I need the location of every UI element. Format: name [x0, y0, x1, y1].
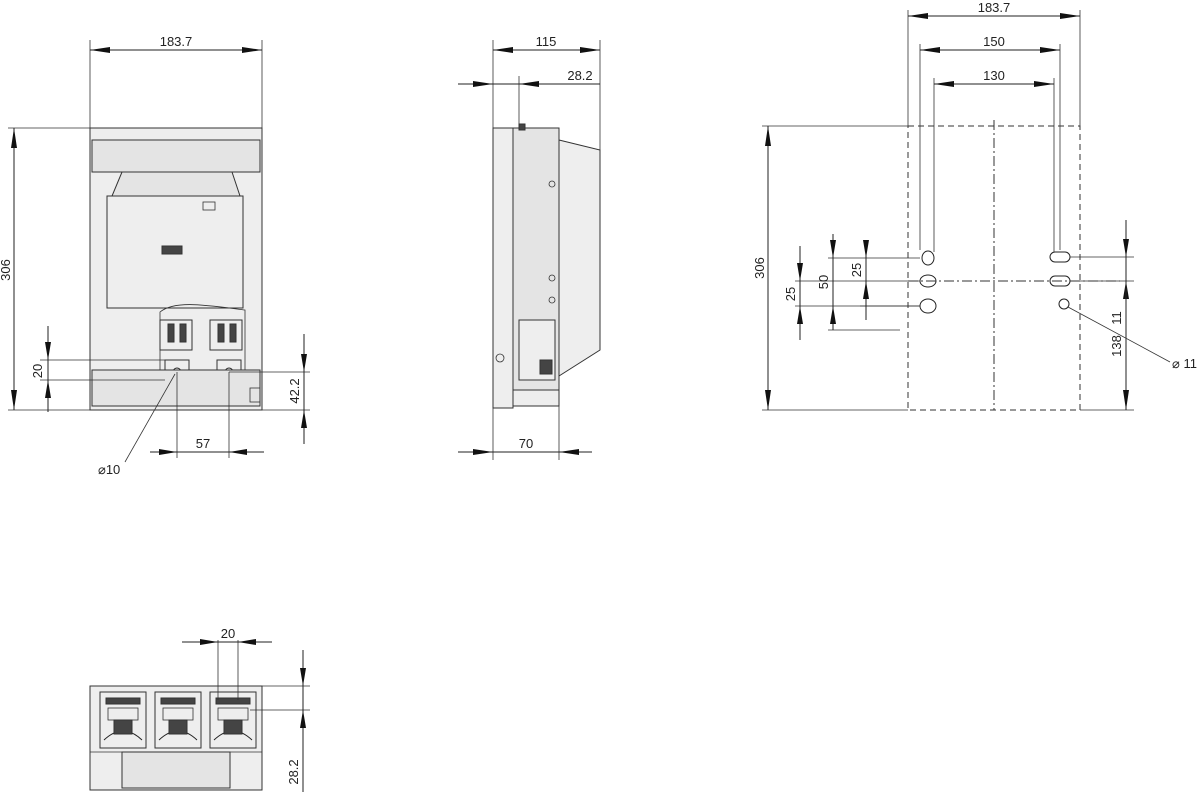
dim-arrow — [301, 354, 307, 372]
dim-arrow — [765, 390, 771, 410]
dim-arrow — [863, 240, 869, 258]
dim-arrow — [493, 47, 513, 53]
mount-hole-leader — [1067, 306, 1171, 363]
dim-arrow — [45, 342, 51, 360]
mounting-view: 183.7 150 130 306 25 50 — [752, 0, 1197, 411]
dim-arrow — [1034, 81, 1054, 87]
front-terminal-zone — [159, 304, 246, 371]
front-height-label: 306 — [0, 259, 13, 281]
front-terminal-right-screw-a — [217, 323, 225, 343]
dim-arrow — [1123, 239, 1129, 257]
bottom-depth-label: 28.2 — [286, 759, 301, 784]
mounting-hole-right — [1058, 298, 1070, 310]
dim-arrow — [300, 710, 306, 728]
side-rivet-2 — [548, 274, 556, 282]
dim-arrow — [797, 306, 803, 324]
side-terminal-screw — [539, 359, 553, 375]
mount-hole-label: ⌀ 11 — [1172, 356, 1197, 371]
front-terminal-left — [159, 319, 193, 351]
front-view: 183.7 306 20 42.2 57 ⌀10 — [0, 34, 310, 477]
mount-outer-spacing-label: 150 — [983, 34, 1005, 49]
front-top-cap — [91, 139, 261, 173]
dim-arrow — [908, 13, 928, 19]
dim-arrow — [90, 47, 110, 53]
dim-arrow — [797, 263, 803, 281]
dim-arrow — [765, 126, 771, 146]
dim-arrow — [1040, 47, 1060, 53]
front-base — [91, 369, 261, 407]
side-cover — [558, 139, 601, 377]
dim-arrow — [200, 639, 218, 645]
dim-arrow — [863, 281, 869, 299]
dim-arrow — [11, 390, 17, 410]
mount-left-pitch-label: 25 — [783, 287, 798, 301]
front-terminal-right — [209, 319, 243, 351]
dim-arrow — [1123, 390, 1129, 410]
front-offset-label: 20 — [30, 364, 45, 378]
dim-arrow — [1060, 13, 1080, 19]
dim-arrow — [238, 639, 256, 645]
front-spacing-label: 57 — [196, 436, 210, 451]
front-indicator — [202, 201, 216, 211]
front-terminal-left-screw-b — [179, 323, 187, 343]
dim-arrow — [229, 449, 247, 455]
dim-arrow — [580, 47, 600, 53]
dim-arrow — [159, 449, 177, 455]
side-rivet-1 — [548, 180, 556, 188]
mount-slot-span-label: 50 — [816, 275, 831, 289]
mount-height-label: 306 — [752, 257, 767, 279]
bottom-terminal-3 — [209, 691, 257, 749]
mounting-slot-left-bot — [919, 298, 937, 314]
mount-inner-spacing-label: 130 — [983, 68, 1005, 83]
bottom-terminal-1 — [99, 691, 147, 749]
dim-arrow — [473, 449, 493, 455]
dim-arrow — [300, 668, 306, 686]
bottom-view: 20 28.2 — [89, 626, 310, 792]
front-terminal-height-label: 42.2 — [287, 378, 302, 403]
dim-arrow — [519, 81, 539, 87]
dim-arrow — [830, 306, 836, 324]
dim-arrow — [242, 47, 262, 53]
side-base-plate — [492, 127, 514, 409]
front-neck — [111, 171, 241, 197]
dim-arrow — [473, 81, 493, 87]
front-terminal-right-screw-b — [229, 323, 237, 343]
front-hole-leader — [124, 373, 176, 463]
side-base-depth-label: 70 — [519, 436, 533, 451]
side-top-tab — [518, 123, 526, 131]
dim-arrow — [830, 240, 836, 258]
side-mount-hole — [495, 353, 505, 363]
side-rivet-3 — [548, 296, 556, 304]
front-terminal-left-screw-a — [167, 323, 175, 343]
dim-arrow — [11, 128, 17, 148]
mount-right-pitch-label: 25 — [849, 263, 864, 277]
mounting-slot-right-top — [1049, 251, 1071, 263]
dim-arrow — [559, 449, 579, 455]
side-front-offset-label: 28.2 — [567, 68, 592, 83]
dim-arrow — [45, 380, 51, 398]
front-base-clip — [249, 387, 261, 403]
mounting-slot-left-top — [921, 250, 935, 266]
dim-arrow — [934, 81, 954, 87]
mount-width-label: 183.7 — [978, 0, 1011, 15]
side-view: 115 28.2 70 — [458, 34, 601, 460]
bottom-terminal-width-label: 20 — [221, 626, 235, 641]
mount-bottom-offset-label: 138 — [1109, 335, 1124, 357]
side-footer — [512, 389, 560, 407]
front-label-plate — [161, 245, 183, 255]
mount-slot-offset-label: 11 — [1109, 311, 1124, 325]
front-width-label: 183.7 — [160, 34, 193, 49]
bottom-terminal-2 — [154, 691, 202, 749]
front-hole-label: ⌀10 — [98, 462, 120, 477]
dim-arrow — [301, 410, 307, 428]
side-depth-label: 115 — [536, 34, 557, 49]
dim-arrow — [920, 47, 940, 53]
bottom-handle — [121, 751, 231, 789]
